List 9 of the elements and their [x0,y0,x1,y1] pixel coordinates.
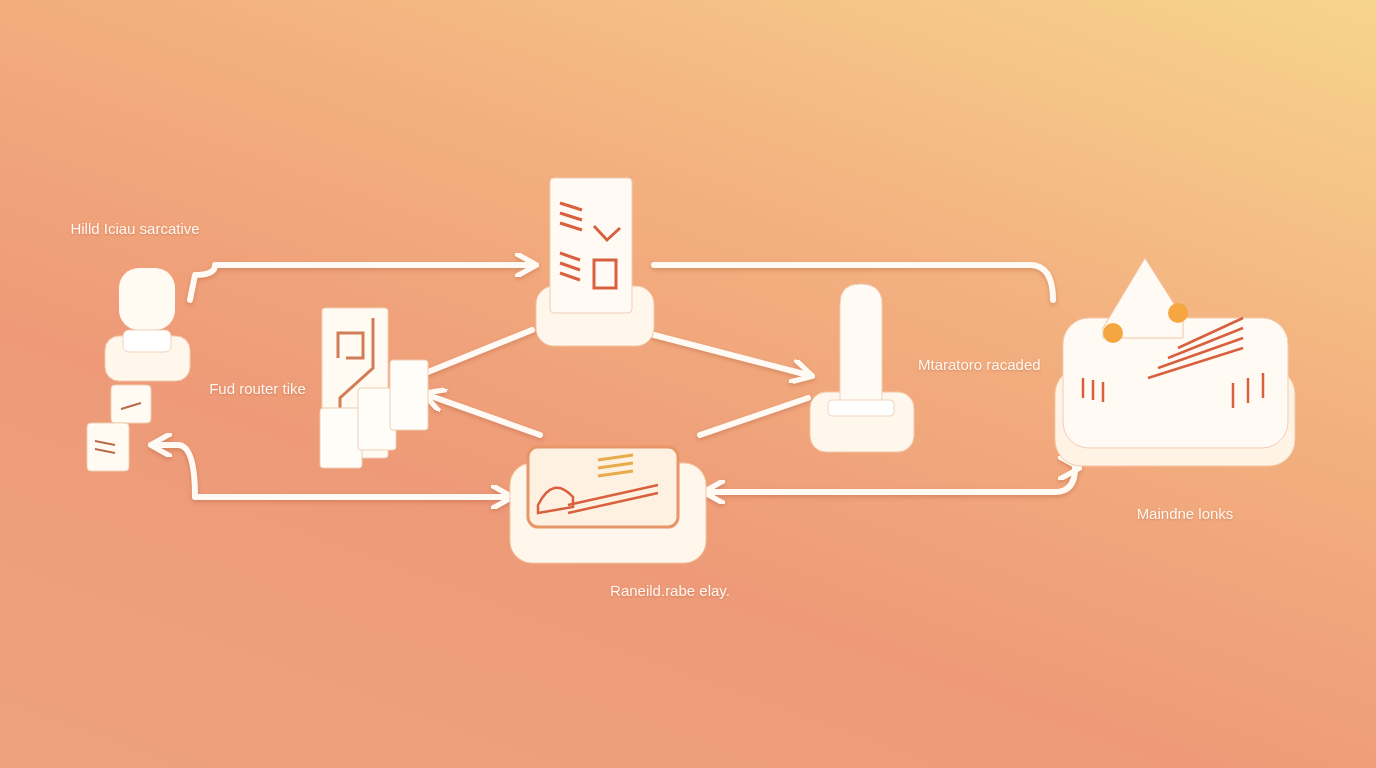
arrow [651,332,816,386]
caption-label: Hilld Iciau sarcative [69,220,201,237]
connector-line [697,395,811,438]
caption-label: Mtaratoro racaded [918,356,1042,373]
caption-label: Maindne lonks [1135,505,1235,522]
arrow [187,250,540,303]
connector-line [651,262,1056,303]
caption-label: Raneild.rabe elay. [609,582,731,599]
caption-label: Fud router tike [208,380,307,397]
